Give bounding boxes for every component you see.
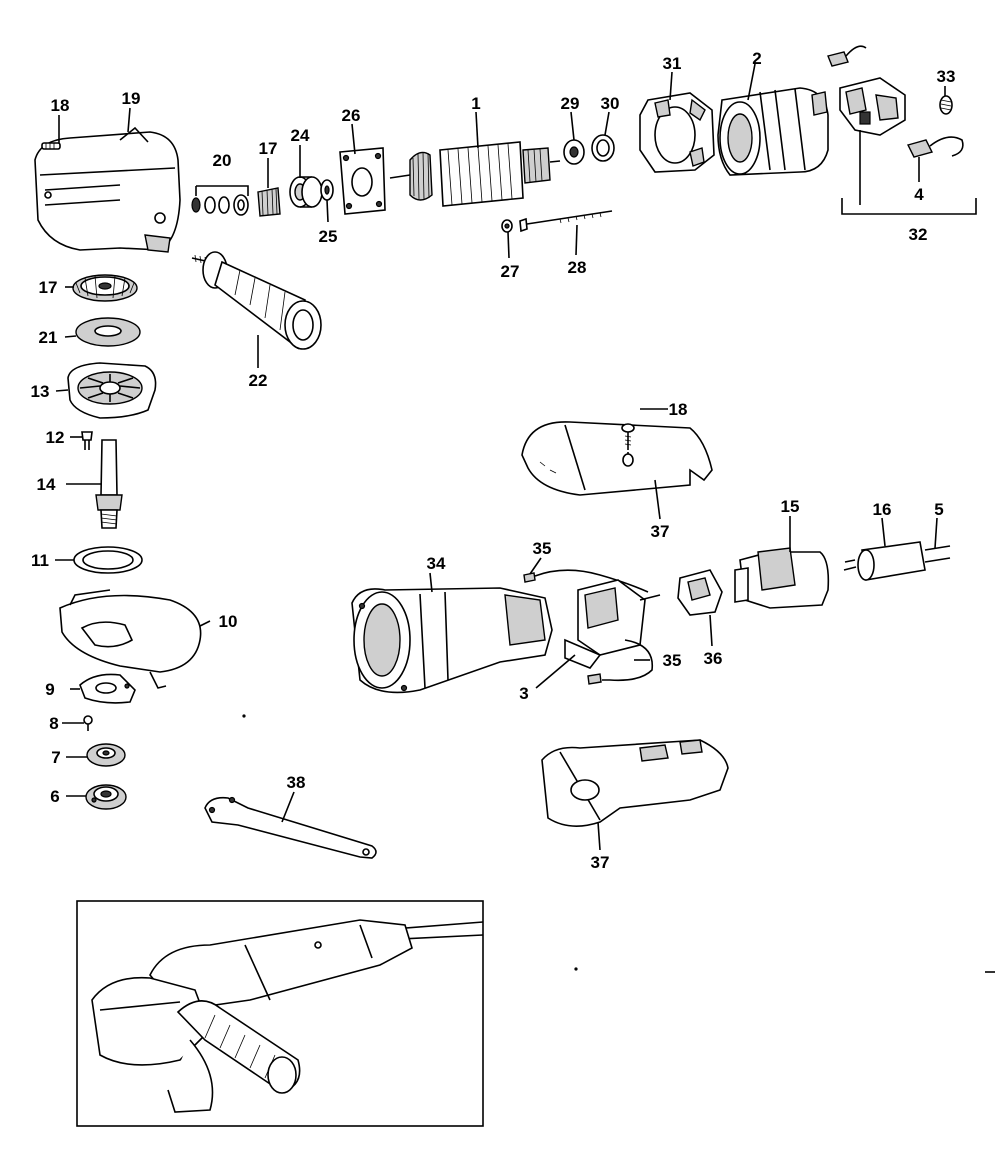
assembled-tool-inset: [76, 900, 484, 1127]
callout-1: 1: [471, 94, 480, 113]
fan-baffle: [639, 92, 715, 173]
callout-2: 2: [752, 49, 761, 68]
callout-37a: 37: [651, 522, 670, 541]
pinion: [257, 187, 281, 217]
callout-37b: 37: [591, 853, 610, 872]
callout-7: 7: [51, 748, 60, 767]
callout-36: 36: [704, 649, 723, 668]
suppressor: [734, 547, 830, 609]
callout-5: 5: [934, 500, 943, 519]
wheel-guard: [59, 589, 202, 689]
callout-labels: 1 2 3 4 5 6 7 8 9 10 11 12 13 14 15 16 1…: [31, 49, 956, 872]
motor-housing: [351, 587, 553, 694]
guard-screw: [83, 715, 93, 731]
nut: [501, 219, 513, 233]
carbon-brush-top: [827, 45, 867, 67]
gear-case-screw: [41, 142, 61, 150]
brush-holder-assembly: [839, 77, 906, 136]
callout-34: 34: [427, 554, 446, 573]
stray-marks: [242, 714, 995, 973]
callout-17a: 17: [39, 278, 58, 297]
clamp-nut: [85, 784, 127, 810]
armature-bearing: [563, 139, 585, 165]
callout-25: 25: [319, 227, 338, 246]
through-bolt: [519, 210, 613, 233]
callout-18b: 18: [669, 400, 688, 419]
baffle-plate: [339, 147, 386, 215]
callout-9: 9: [45, 680, 54, 699]
terminal-block: [677, 569, 723, 616]
armature: [389, 141, 561, 207]
retaining-ring: [73, 546, 143, 574]
callout-15: 15: [781, 497, 800, 516]
gear-case: [34, 126, 181, 253]
callout-14: 14: [37, 475, 56, 494]
side-handle: [191, 251, 322, 350]
bevel-gear: [72, 274, 138, 302]
spindle-lock-parts: [191, 194, 249, 216]
washer: [320, 179, 334, 201]
callout-31: 31: [663, 54, 682, 73]
lower-handle: [541, 739, 729, 827]
field-stator: [717, 87, 829, 176]
callout-38: 38: [287, 773, 306, 792]
bearing-sleeve: [591, 134, 615, 162]
brush-spring: [939, 95, 953, 115]
handle-screw: [621, 423, 635, 456]
lead-wire-lower: [587, 639, 654, 685]
callout-bracket-32: [841, 198, 977, 215]
callout-22: 22: [249, 371, 268, 390]
bearing-plate: [67, 362, 157, 419]
callout-24: 24: [291, 126, 310, 145]
guard-clamp: [79, 673, 136, 704]
callout-17b: 17: [259, 139, 278, 158]
backing-flange: [86, 743, 126, 767]
gear-washer: [75, 317, 141, 347]
callout-26: 26: [342, 106, 361, 125]
callout-28: 28: [568, 258, 587, 277]
switch: [564, 579, 661, 669]
callout-35a: 35: [533, 539, 552, 558]
callout-3: 3: [519, 684, 528, 703]
callout-11: 11: [31, 551, 49, 570]
callout-6: 6: [50, 787, 59, 806]
cord-protector: [843, 541, 926, 581]
callout-21: 21: [39, 328, 58, 347]
power-cord: [924, 545, 951, 563]
leader-lines: [55, 63, 946, 851]
bearing: [289, 176, 323, 208]
callout-13: 13: [31, 382, 50, 401]
callout-16: 16: [873, 500, 892, 519]
callout-30: 30: [601, 94, 620, 113]
spindle: [95, 439, 123, 529]
spanner-wrench: [204, 796, 377, 859]
screw: [81, 431, 93, 450]
callout-4: 4: [914, 185, 924, 204]
callout-29: 29: [561, 94, 580, 113]
callout-35b: 35: [663, 651, 682, 670]
callout-32: 32: [909, 225, 928, 244]
callout-18a: 18: [51, 96, 70, 115]
carbon-brush: [906, 136, 964, 158]
callout-33: 33: [937, 67, 956, 86]
upper-handle: [521, 421, 713, 496]
callout-27: 27: [501, 262, 520, 281]
callout-12: 12: [46, 428, 65, 447]
callout-8: 8: [49, 714, 58, 733]
callout-20: 20: [213, 151, 232, 170]
callout-19: 19: [122, 89, 141, 108]
callout-10: 10: [219, 612, 238, 631]
